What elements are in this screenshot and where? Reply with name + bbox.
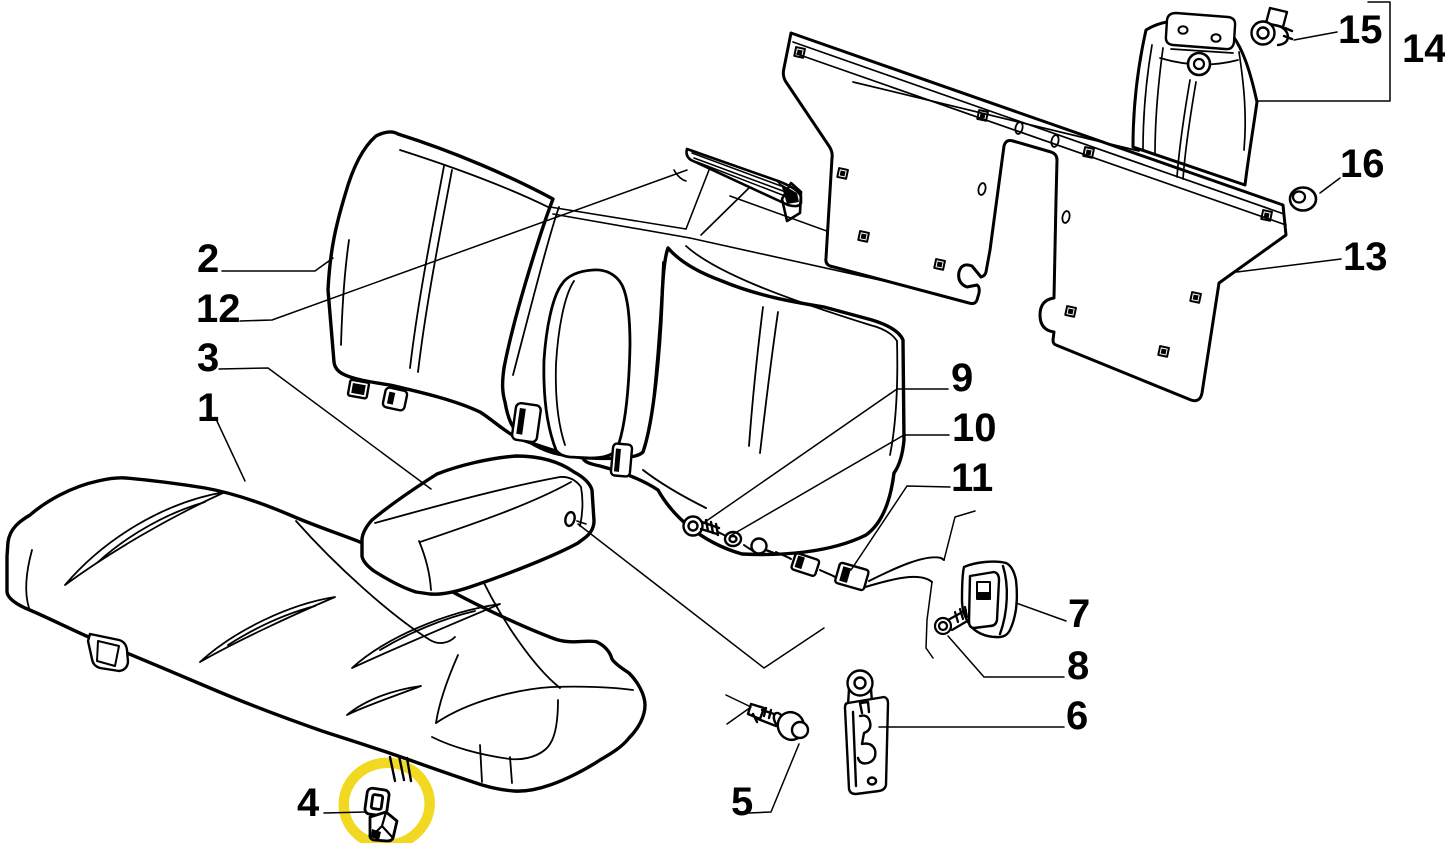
svg-text:2: 2 [197,237,219,281]
svg-text:7: 7 [1068,592,1090,636]
svg-text:15: 15 [1338,8,1383,52]
svg-text:14: 14 [1402,27,1445,71]
svg-text:1: 1 [197,386,219,430]
svg-text:9: 9 [951,356,973,400]
svg-text:10: 10 [952,406,997,450]
svg-text:3: 3 [197,336,219,380]
svg-text:6: 6 [1066,694,1088,738]
svg-text:16: 16 [1340,142,1385,186]
svg-text:8: 8 [1067,644,1089,688]
svg-text:5: 5 [731,780,753,824]
svg-text:12: 12 [196,287,241,331]
svg-text:4: 4 [297,781,320,825]
svg-text:13: 13 [1343,235,1388,279]
svg-text:11: 11 [951,456,993,500]
